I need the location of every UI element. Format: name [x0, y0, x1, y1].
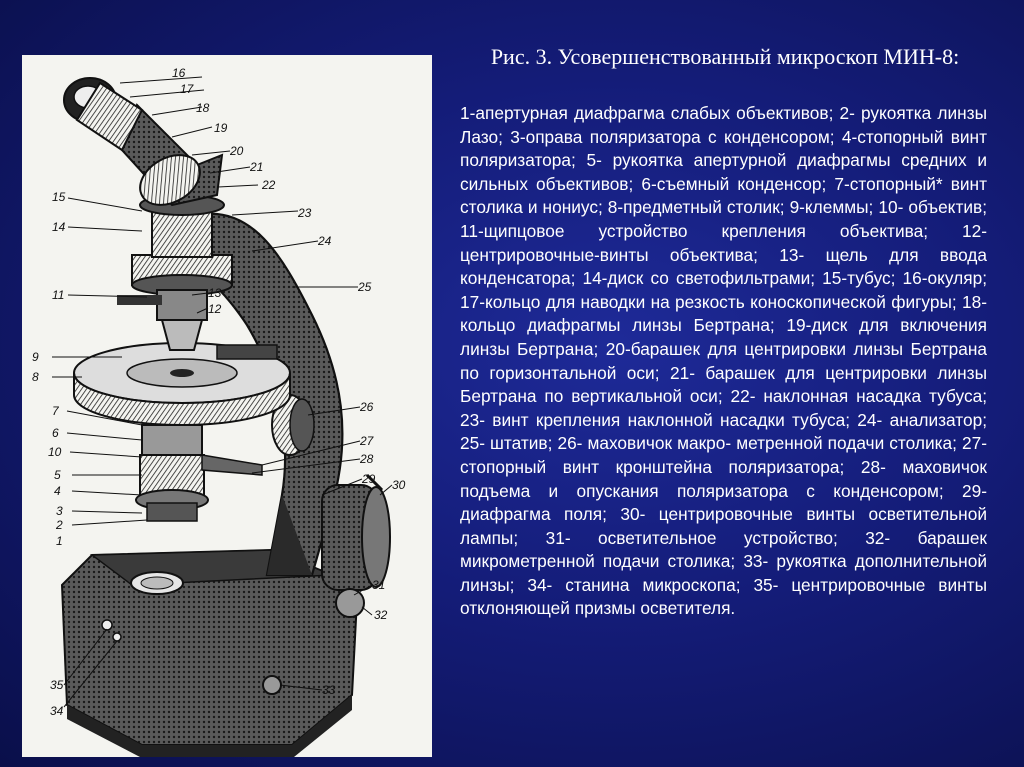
microscope-drawing: 16 17 18 19 20 21 22 23 24 25 15 14 11 1…: [32, 66, 406, 757]
figure-label-5: 5: [54, 468, 61, 482]
figure-label-19: 19: [214, 121, 228, 135]
figure-label-15: 15: [52, 190, 66, 204]
figure-label-11: 11: [52, 288, 64, 302]
figure-label-10: 10: [48, 445, 62, 459]
figure-label-20: 20: [229, 144, 244, 158]
figure-label-24: 24: [317, 234, 332, 248]
figure-label-8: 8: [32, 370, 39, 384]
caption-title: Рис. 3. Усовершенствованный микроскоп МИ…: [490, 44, 960, 69]
tube-eyepiece: [63, 77, 225, 258]
figure-label-4: 4: [54, 484, 61, 498]
figure-label-33: 33: [322, 683, 336, 697]
figure-label-2: 2: [55, 518, 63, 532]
figure-label-25: 25: [357, 280, 372, 294]
illuminator: [321, 473, 391, 618]
focus-knobs: [271, 394, 315, 456]
figure-label-14: 14: [52, 220, 66, 234]
figure-label-18: 18: [196, 101, 210, 115]
figure-label-31: 31: [372, 578, 385, 592]
figure-label-1: 1: [56, 534, 63, 548]
microscope-base: [60, 548, 359, 757]
figure-label-30: 30: [392, 478, 406, 492]
leader-lines: [52, 76, 393, 708]
figure-label-34: 34: [50, 704, 64, 718]
figure-label-17: 17: [180, 82, 195, 96]
figure-label-7: 7: [52, 404, 60, 418]
figure-label-28: 28: [359, 452, 374, 466]
figure-label-26: 26: [359, 400, 374, 414]
figure-label-16: 16: [172, 66, 186, 80]
figure-label-13: 13: [208, 286, 222, 300]
figure-label-21: 21: [249, 160, 263, 174]
figure-label-3: 3: [56, 504, 63, 518]
figure-label-32: 32: [374, 608, 388, 622]
microscope-figure: 16 17 18 19 20 21 22 23 24 25 15 14 11 1…: [22, 55, 432, 757]
figure-label-9: 9: [32, 350, 39, 364]
figure-label-6: 6: [52, 426, 59, 440]
figure-label-12: 12: [208, 302, 222, 316]
legend-text: 1-апертурная диафрагма слабых объективов…: [460, 103, 987, 619]
figure-label-35: 35: [50, 678, 64, 692]
figure-label-27: 27: [359, 434, 375, 448]
condenser: [135, 424, 263, 522]
figure-label-23: 23: [297, 206, 312, 220]
stage: [73, 342, 291, 426]
figure-label-29: 29: [361, 472, 376, 486]
objective: [117, 254, 233, 351]
figure-label-group: 16 17 18 19 20 21 22 23 24 25 15 14 11 1…: [32, 66, 406, 718]
figure-label-22: 22: [261, 178, 276, 192]
